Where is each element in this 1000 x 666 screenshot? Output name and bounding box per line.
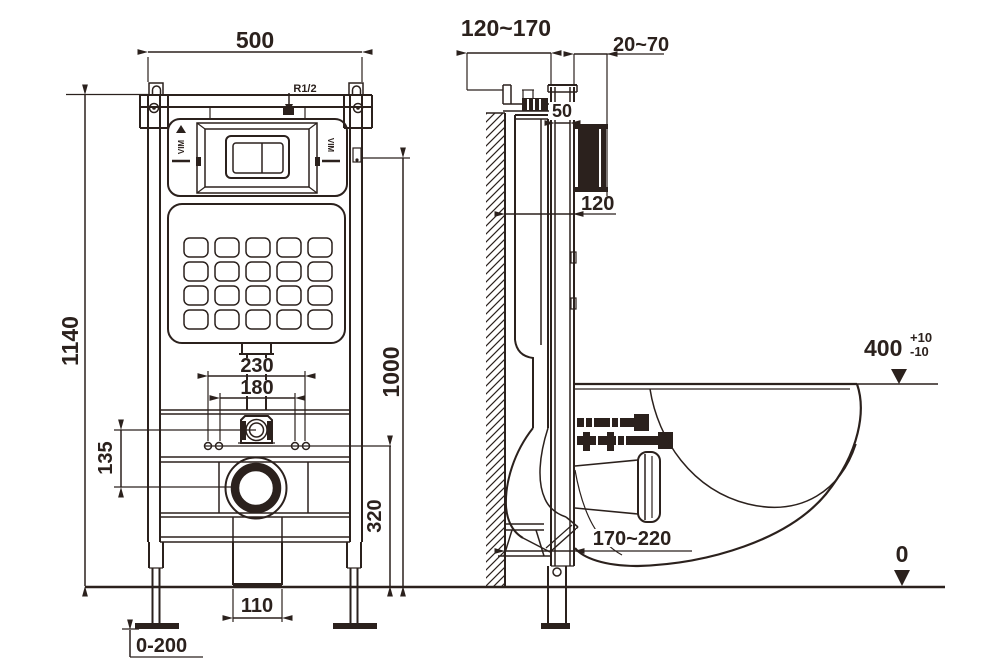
brand-mark-right: VIM [322, 138, 340, 163]
hanger-tab-right [348, 82, 364, 96]
install-depth-label: 120~170 [461, 15, 551, 41]
leg-bolt-hole [552, 567, 562, 577]
flush-buttons [232, 142, 284, 174]
brand-left-label: VIM [177, 140, 186, 155]
drain-depth-label: 170~220 [593, 528, 671, 550]
wall-bracket [502, 84, 557, 112]
dim-outlet-rail-height: 320 [364, 435, 393, 597]
supply-fitting [283, 108, 294, 115]
rail-clip [352, 147, 362, 163]
dim-install-depth: 120~170 [456, 15, 562, 91]
frame-width-label: 500 [236, 27, 274, 53]
plate-opening [196, 122, 318, 194]
side-frame-rail [541, 84, 578, 629]
drain-box [232, 517, 283, 588]
bolt-spacing-outer-label: 230 [240, 355, 273, 377]
brand-mark-left: VIM [172, 125, 190, 163]
frame-legs [135, 542, 377, 629]
bowl-height-label: 400 [864, 335, 902, 361]
dim-plate-center-height: 1000 [362, 147, 410, 597]
finished-wall-label: 20~70 [613, 34, 669, 56]
side-tank [498, 114, 579, 557]
foot-left [135, 623, 179, 629]
drain-box-width-label: 110 [241, 595, 273, 617]
dim-bolt-spacing-inner: 180 [209, 377, 306, 441]
frame-depth-label: 120 [581, 193, 614, 215]
water-supply-marker: R1/2 [283, 83, 317, 115]
dim-frame-height: 1140 [57, 84, 148, 597]
drain-connector [574, 451, 661, 523]
dim-drain-depth: 170~220 [494, 528, 692, 554]
side-view: 120~170 20~70 50 120 170~220 [456, 15, 938, 629]
frame-height-label: 1140 [57, 316, 83, 366]
front-frame [139, 82, 373, 543]
corner-bolt-left [148, 102, 160, 114]
level-triangle-400 [891, 369, 907, 384]
foot-right [333, 623, 377, 629]
side-foot [541, 623, 570, 629]
flush-plate-side-box [575, 124, 608, 192]
dim-frame-depth: 120 [494, 193, 616, 217]
dim-leg-adjust: 0-200 [122, 619, 203, 658]
dim-finished-wall: 20~70 [563, 34, 669, 196]
bowl-height-tol-plus: +10 [910, 330, 932, 345]
brand-right-label: VIM [326, 138, 335, 153]
plate-recess-label: 50 [552, 101, 572, 121]
bowl-fixing-bolts [203, 441, 391, 451]
leg-adjust-label: 0-200 [136, 635, 187, 657]
front-view: R1/2 VIM VIM [57, 27, 410, 658]
dim-inlet-to-drain: 135 [95, 419, 124, 498]
tank-grid [183, 237, 333, 330]
flush-plate-assembly: VIM VIM [167, 118, 362, 197]
bolt-spacing-inner-label: 180 [240, 377, 273, 399]
dim-plate-recess: 50 [544, 101, 581, 126]
bowl-height-tol-minus: -10 [910, 344, 929, 359]
inlet-to-drain-label: 135 [95, 441, 117, 474]
floor-level-marker: 0 [894, 541, 910, 586]
dim-frame-width: 500 [137, 27, 373, 82]
bowl-height-marker: 400 +10 -10 [853, 330, 938, 385]
toilet-bowl [574, 382, 862, 568]
flush-plate [225, 135, 290, 179]
floor-level-label: 0 [896, 541, 909, 567]
water-supply-label: R1/2 [293, 83, 316, 95]
plate-center-height-label: 1000 [378, 346, 404, 397]
level-triangle-0 [894, 570, 910, 586]
dim-drain-box-width: 110 [222, 589, 293, 622]
wall-section [486, 112, 506, 587]
corner-bolt-right [352, 102, 364, 114]
drain-outlet [114, 429, 288, 520]
hanger-tab-left [148, 82, 164, 96]
dim-bolt-spacing-outer: 230 [197, 355, 316, 441]
outlet-rail-height-label: 320 [364, 499, 386, 532]
